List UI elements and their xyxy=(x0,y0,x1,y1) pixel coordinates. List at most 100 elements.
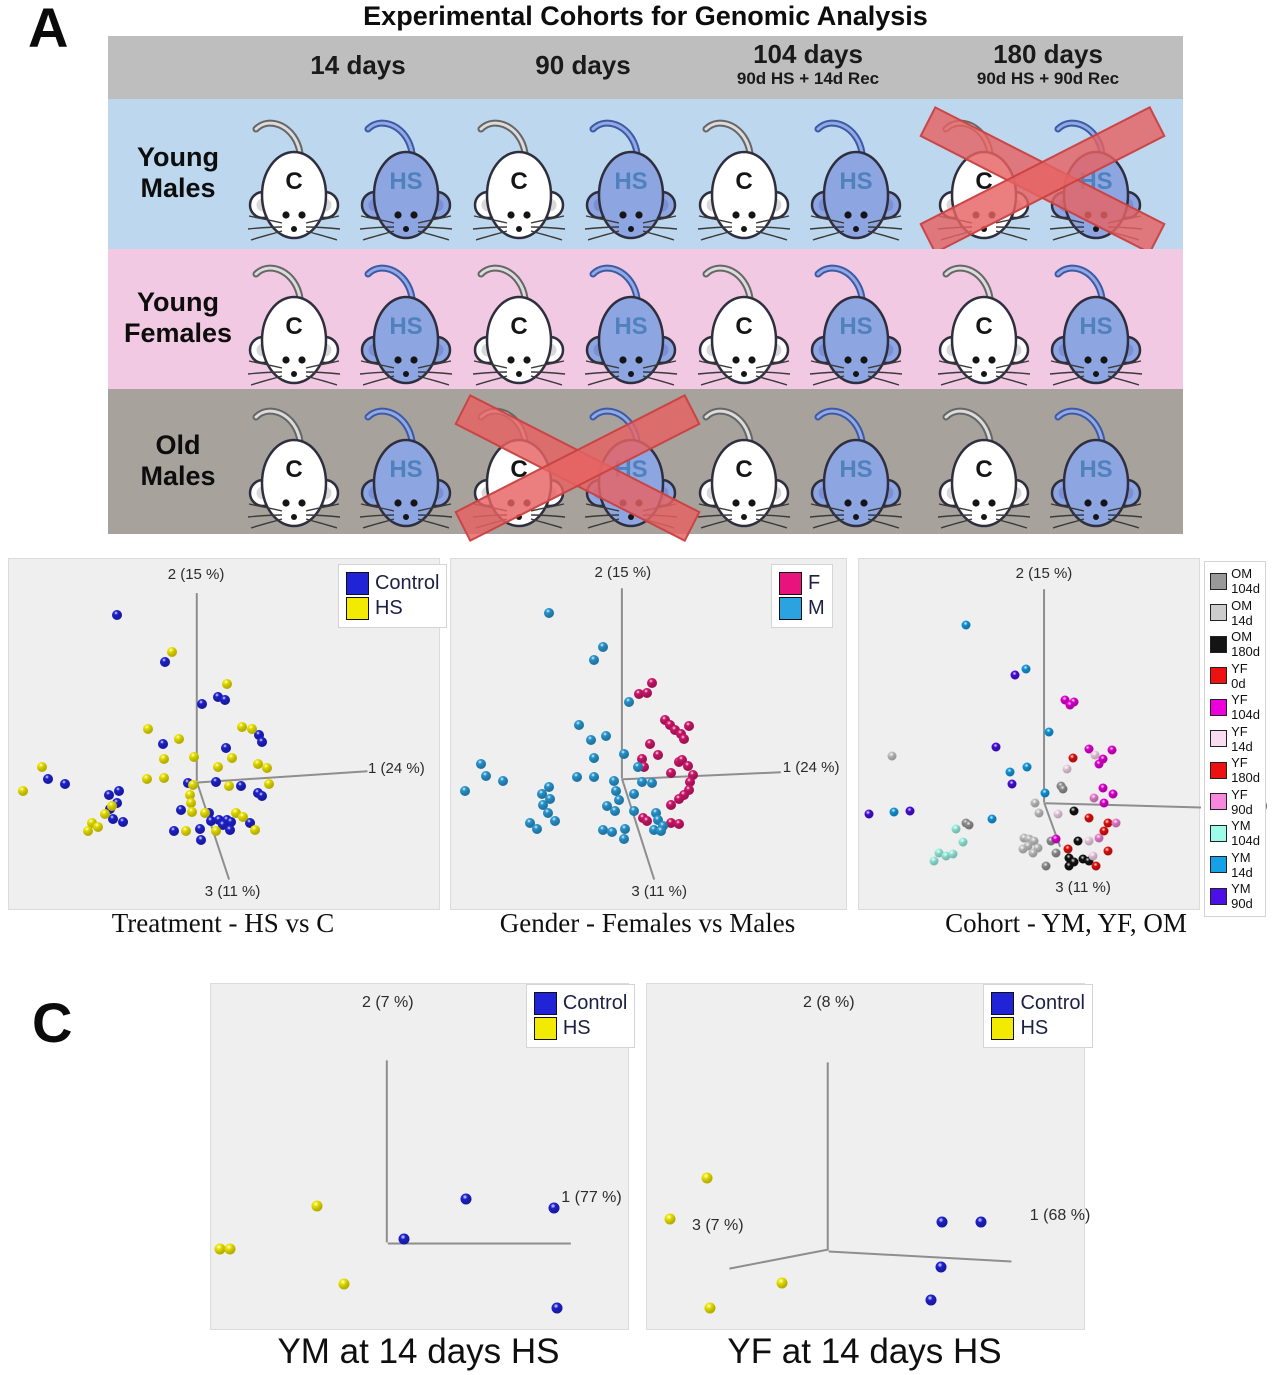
caption-gender: Gender - Females vs Males xyxy=(499,908,796,938)
scatter-point xyxy=(688,769,699,780)
scatter-point xyxy=(256,737,267,748)
legend-swatch xyxy=(1210,856,1228,874)
scatter-point xyxy=(231,808,242,819)
scatter-point xyxy=(83,825,94,836)
scatter-point xyxy=(1023,841,1033,851)
scatter-point xyxy=(1041,861,1051,871)
legend-swatch xyxy=(1210,730,1228,748)
legend-label: YF 14d xyxy=(1231,723,1253,754)
legend-swatch xyxy=(1210,667,1228,685)
axis-label: 1 (24 %) xyxy=(782,758,840,776)
scatter-point xyxy=(551,1302,563,1314)
scatter-point xyxy=(664,1213,676,1225)
legend-label: HS xyxy=(374,596,403,619)
axis-line xyxy=(1045,802,1201,808)
svg-text:HS: HS xyxy=(614,313,647,340)
legend-swatch xyxy=(1210,572,1228,590)
scatter-point xyxy=(600,731,611,742)
legend-entry: YM 90d xyxy=(1210,881,1260,911)
legend-entry: HS xyxy=(345,596,439,620)
scatter-point xyxy=(609,806,620,816)
legend-swatch xyxy=(1210,761,1228,779)
scatter-point xyxy=(252,759,263,770)
mouse-pair: C HS xyxy=(453,393,701,542)
scatter-point xyxy=(185,797,196,808)
scatter-point xyxy=(181,825,192,836)
scatter-point xyxy=(59,779,70,790)
scatter-point xyxy=(142,774,153,785)
scatter-point xyxy=(1068,753,1078,763)
excluded-x-mark xyxy=(453,393,701,542)
legend-label: Control xyxy=(1020,992,1085,1014)
scatter-point xyxy=(936,1216,948,1228)
scatter-point xyxy=(545,794,556,805)
scatter-point xyxy=(1060,695,1070,705)
legend-entry: OM 104d xyxy=(1210,566,1260,596)
scatter-point xyxy=(673,818,684,829)
scatter-point xyxy=(598,641,609,652)
scatter-point xyxy=(1084,856,1094,866)
scatter-point xyxy=(224,1243,236,1255)
scatter-point xyxy=(173,733,184,744)
legend-entry: OM 14d xyxy=(1210,598,1260,628)
legend-entry: M xyxy=(778,596,825,620)
scatter-point xyxy=(684,720,695,731)
scatter-point xyxy=(197,698,208,709)
scatter-point xyxy=(1030,798,1040,808)
scatter-point xyxy=(613,795,624,806)
scatter-point xyxy=(1024,834,1034,844)
axis-label: 3 (11 %) xyxy=(631,882,687,900)
scatter-point xyxy=(704,1302,716,1314)
caption-ym-14d: YM at 14 days HS xyxy=(277,1332,560,1371)
scatter-point xyxy=(237,722,248,732)
axis-line xyxy=(197,770,368,783)
scatter-point xyxy=(641,688,652,699)
svg-text:HS: HS xyxy=(839,313,872,340)
scatter-point xyxy=(889,807,899,817)
scatter-point xyxy=(1088,851,1098,861)
axis-label: 3 (11 %) xyxy=(204,882,261,900)
scatter-point xyxy=(684,785,695,795)
scatter-point xyxy=(1058,784,1068,794)
svg-text:C: C xyxy=(735,313,752,340)
scatter-point xyxy=(673,794,684,805)
scatter-point xyxy=(664,719,675,730)
scatter-point xyxy=(157,739,168,750)
scatter-point xyxy=(598,824,609,835)
legend-entry: YM 104d xyxy=(1210,818,1260,848)
scatter-point xyxy=(1051,834,1061,844)
mouse-pair: C HS xyxy=(696,113,904,243)
scatter-point xyxy=(236,781,247,792)
scatter-point xyxy=(588,772,599,783)
scatter-point xyxy=(991,742,1001,752)
scatter-point xyxy=(246,724,257,735)
svg-text:C: C xyxy=(285,313,302,340)
scatter-point xyxy=(628,788,639,799)
scatter-point xyxy=(212,691,223,702)
scatter-point xyxy=(222,678,232,689)
scatter-point xyxy=(536,788,547,799)
scatter-point xyxy=(1063,844,1073,854)
cohort-row: Old Males C HS xyxy=(108,389,1183,542)
scatter-point xyxy=(641,816,652,827)
scatter-point xyxy=(1090,750,1100,760)
axis-label: 1 (68 %) xyxy=(1029,1206,1091,1224)
legend-swatch xyxy=(1210,824,1228,842)
legend-label: HS xyxy=(1020,1017,1049,1039)
scatter-point xyxy=(459,786,470,797)
scatter-point xyxy=(961,620,971,630)
axis-line xyxy=(729,1249,829,1270)
axis-line xyxy=(1043,589,1046,803)
column-title: 180 days xyxy=(993,39,1103,69)
scatter-point xyxy=(218,820,229,830)
scatter-point xyxy=(532,823,543,834)
legend-entry: F xyxy=(778,571,825,595)
legend-entry: Control xyxy=(533,992,627,1015)
scatter-point xyxy=(498,775,509,786)
scatter-point xyxy=(525,817,535,828)
